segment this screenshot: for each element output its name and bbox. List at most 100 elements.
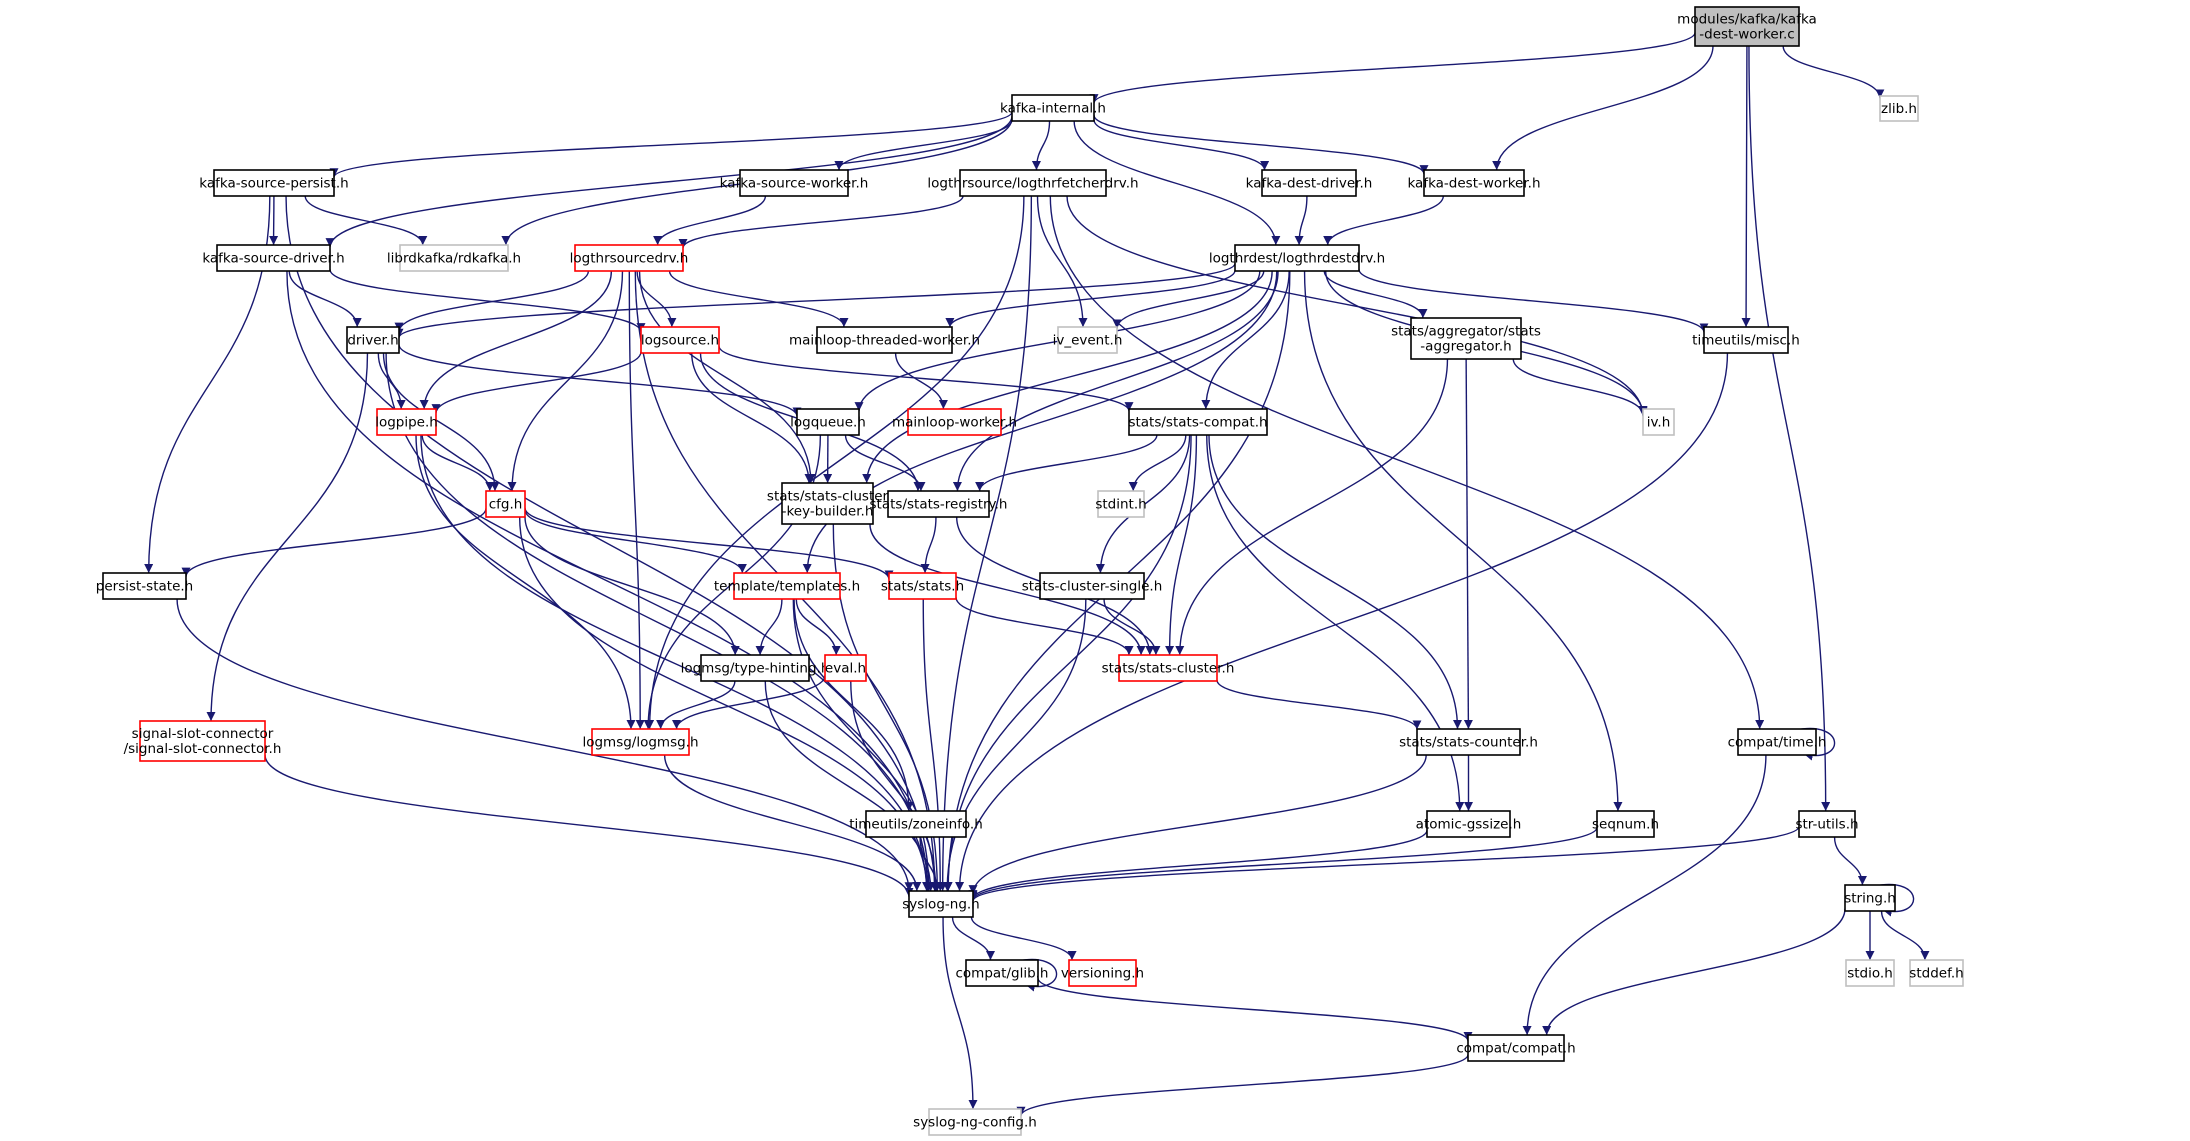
node-kafka-source-persist[interactable]: kafka-source-persist.h [199,169,349,197]
node-root[interactable]: modules/kafka/kafka-dest-worker.c [1677,6,1817,47]
node-label: seqnum.h [1592,817,1659,833]
node-box [865,810,967,838]
node-syslog-ng[interactable]: syslog-ng.h [902,890,980,918]
node-logthrdestdrv[interactable]: logthrdest/logthrdestdrv.h [1209,244,1385,272]
node-compat-glib[interactable]: compat/glib.h [955,959,1049,987]
node-zlib[interactable]: zlib.h [1879,95,1919,122]
edge-stats_compat-to-stats_counter [1208,434,1462,730]
node-kafka-dest-worker[interactable]: kafka-dest-worker.h [1407,169,1541,197]
node-stats-stats[interactable]: stats/stats.h [881,572,964,600]
node-box [908,890,974,918]
node-string[interactable]: string.h [1844,884,1896,912]
node-versioning[interactable]: versioning.h [1061,959,1144,987]
node-iv-event[interactable]: iv_event.h [1053,326,1123,354]
edge-logthrsourcedrv-to-mainloop_tw [668,270,849,328]
node-label: logmsg/type-hinting.h [681,661,830,677]
edge-logthrdestdrv-to-mainloop_tw [945,270,1236,328]
node-label: syslog-ng.h [902,897,979,913]
node-stdio[interactable]: stdio.h [1845,959,1895,987]
node-stddef[interactable]: stddef.h [1909,959,1964,987]
node-templates[interactable]: template/templates.h [714,572,860,600]
node-label: stdint.h [1095,497,1146,513]
node-kafka-internal[interactable]: kafka-internal.h [1000,94,1106,122]
node-logmsg[interactable]: logmsg/logmsg.h [582,728,699,756]
node-label: cfg.h [489,497,523,513]
node-label: timeutils/zoneinfo.h [849,817,983,833]
node-label: kafka-dest-driver.h [1246,176,1373,192]
node-label: kafka-source-persist.h [199,176,348,192]
edge-kafka_source_persist-to-rdkafka [304,195,428,246]
node-atomic-gssize[interactable]: atomic-gssize.h [1416,810,1522,838]
node-type-hinting[interactable]: logmsg/type-hinting.h [681,654,830,682]
node-cfg[interactable]: cfg.h [485,490,526,518]
node-stats-compat[interactable]: stats/stats-compat.h [1128,408,1268,436]
node-box [1261,169,1357,197]
edge-logthrdestdrv-to-driver [394,263,1236,339]
node-label: -key-builder.h [782,504,874,520]
node-box [399,244,509,272]
node-str-utils[interactable]: str-utils.h [1795,810,1859,838]
edge-compat_compat-to-syslog_ng_config [1016,1054,1469,1117]
edge-stats_registry-to-stats_stats [920,516,937,574]
node-kafka-source-driver[interactable]: kafka-source-driver.h [202,244,345,272]
node-box [346,326,400,354]
node-box [1057,326,1118,354]
node-stats-counter[interactable]: stats/stats-counter.h [1399,728,1538,756]
node-box [1234,244,1360,272]
edge-kafka_source_persist-to-syslog_ng [285,195,934,892]
node-stdint[interactable]: stdint.h [1095,490,1147,518]
edge-logthrfetcherdrv-to-logmsg [645,195,1025,730]
node-label: logqueue.h [790,415,866,431]
node-mainloop-tw[interactable]: mainloop-threaded-worker.h [789,326,980,354]
node-box [1879,95,1919,122]
node-rdkafka[interactable]: librdkafka/rdkafka.h [387,244,521,272]
node-mainloop-worker[interactable]: mainloop-worker.h [892,408,1017,436]
node-box [824,654,867,682]
edge-logpipe-to-cfg [421,434,495,492]
edge-logthrfetcherdrv-to-compat_time [1049,195,1765,730]
node-kafka-dest-driver[interactable]: kafka-dest-driver.h [1246,169,1373,197]
node-kafka-source-worker[interactable]: kafka-source-worker.h [720,169,869,197]
node-stats-aggregator[interactable]: stats/aggregator/stats-aggregator.h [1391,317,1541,360]
edge-cfg-to-templates [524,509,747,574]
node-logsource[interactable]: logsource.h [640,326,720,354]
edge-logthrdestdrv-to-timeutils_misc [1358,269,1709,333]
edge-logsource-to-stats_ckb [691,352,814,484]
node-signal-slot[interactable]: signal-slot-connector/signal-slot-connec… [124,720,282,762]
node-compat-time[interactable]: compat/time.h [1728,728,1827,756]
node-logthrsourcedrv[interactable]: logthrsourcedrv.h [570,244,689,272]
node-persist-state[interactable]: persist-state.h [96,572,193,600]
node-iv[interactable]: iv.h [1642,408,1675,436]
node-box [1909,959,1964,987]
node-stats-registry[interactable]: stats/stats-registry.h [870,490,1008,518]
node-box [1798,810,1856,838]
node-syslog-ng-config[interactable]: syslog-ng-config.h [913,1108,1037,1136]
edge-logthrdestdrv-to-stats_aggregator [1323,270,1428,319]
node-box [213,169,335,197]
node-compat-compat[interactable]: compat/compat.h [1456,1034,1576,1062]
node-box [1467,1034,1565,1062]
node-box [928,1108,1022,1136]
node-logqueue[interactable]: logqueue.h [790,408,866,436]
node-label: stats-cluster-single.h [1022,579,1163,595]
node-label: compat/compat.h [1456,1041,1575,1057]
edge-kafka_internal-to-kafka_source_persist [329,111,1013,178]
node-zoneinfo[interactable]: timeutils/zoneinfo.h [849,810,983,838]
edge-logpipe-to-logmsg [415,434,636,730]
node-logpipe[interactable]: logpipe.h [375,408,438,436]
node-box [376,408,437,436]
edge-logthrfetcherdrv-to-iv_event [1036,195,1088,328]
node-eval[interactable]: eval.h [824,654,867,682]
edge-kafka_internal-to-kafka_source_worker [834,119,1013,171]
node-stats-ckb[interactable]: stats/stats-cluster-key-builder.h [767,482,889,525]
node-label: zlib.h [1881,101,1917,117]
node-timeutils-misc[interactable]: timeutils/misc.h [1692,326,1800,354]
node-stats-cluster[interactable]: stats/stats-cluster.h [1102,654,1235,682]
edge-compat_time-to-compat_compat [1522,754,1767,1036]
node-stats-cluster-single[interactable]: stats-cluster-single.h [1022,572,1163,600]
node-label: persist-state.h [96,579,193,595]
edge-timeutils_misc-to-syslog_ng [955,352,1729,892]
node-logthrfetcherdrv[interactable]: logthrsource/logthrfetcherdrv.h [927,169,1139,197]
node-seqnum[interactable]: seqnum.h [1592,810,1659,838]
node-driver[interactable]: driver.h [346,326,400,354]
